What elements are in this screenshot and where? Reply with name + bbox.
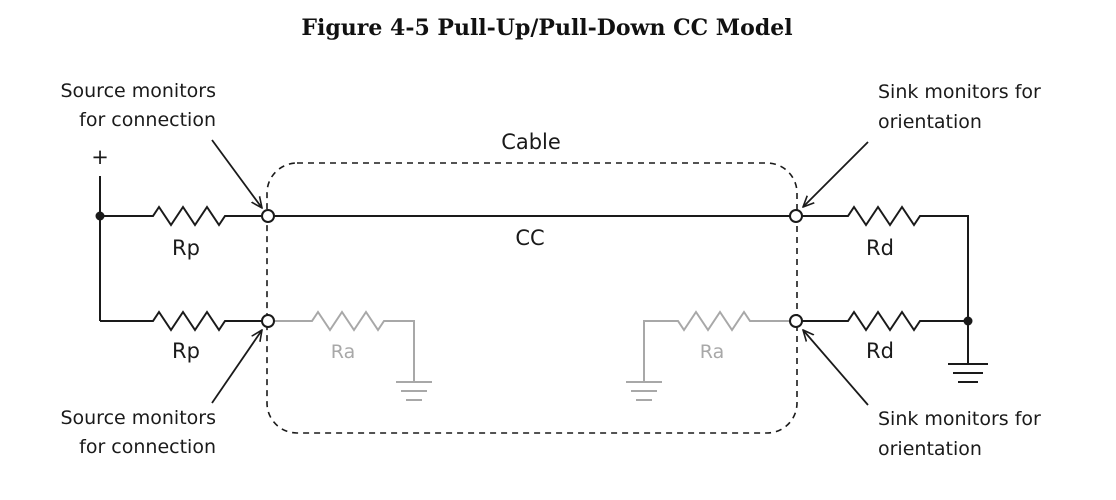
rd-top-resistor (802, 205, 969, 321)
plus-sign: + (91, 145, 109, 169)
source-cc-node-bottom (261, 314, 275, 328)
ra-left-label: Ra (331, 341, 355, 363)
sink-bottom-annotation-line1: Sink monitors for (878, 408, 1041, 430)
source-top-annotation-line1: Source monitors (60, 80, 216, 102)
source-bottom-annotation-line2: for connection (79, 436, 216, 458)
sink-bottom-arrow (803, 330, 869, 406)
sink-top-arrow (803, 141, 869, 207)
sink-bottom-annotation-line2: orientation (878, 438, 982, 460)
source-cc-node-top (261, 209, 275, 223)
sink-cc-node-bottom (789, 314, 803, 328)
rp-top-resistor (100, 205, 262, 227)
rd-top-label: Rd (866, 236, 894, 260)
cable-label: Cable (501, 130, 561, 154)
sink-cc-node-top (789, 209, 803, 223)
source-bottom-arrow (211, 330, 262, 404)
figure-title: Figure 4-5 Pull-Up/Pull-Down CC Model (301, 15, 792, 41)
source-bottom-annotation-line1: Source monitors (60, 407, 216, 429)
rp-bottom-label: Rp (172, 339, 200, 363)
ra-right-label: Ra (700, 341, 724, 363)
cc-label: CC (515, 226, 544, 250)
ra-left-resistor (274, 310, 415, 382)
source-top-arrow (211, 139, 262, 208)
cable-boundary (266, 162, 798, 434)
source-top-annotation-line2: for connection (79, 109, 216, 131)
rp-top-label: Rp (172, 236, 200, 260)
rd-bottom-label: Rd (866, 339, 894, 363)
ra-right-resistor (643, 310, 790, 382)
rp-bottom-resistor (100, 310, 262, 332)
rd-bottom-resistor (802, 310, 968, 332)
sink-top-annotation-line2: orientation (878, 111, 982, 133)
sink-top-annotation-line1: Sink monitors for (878, 81, 1041, 103)
